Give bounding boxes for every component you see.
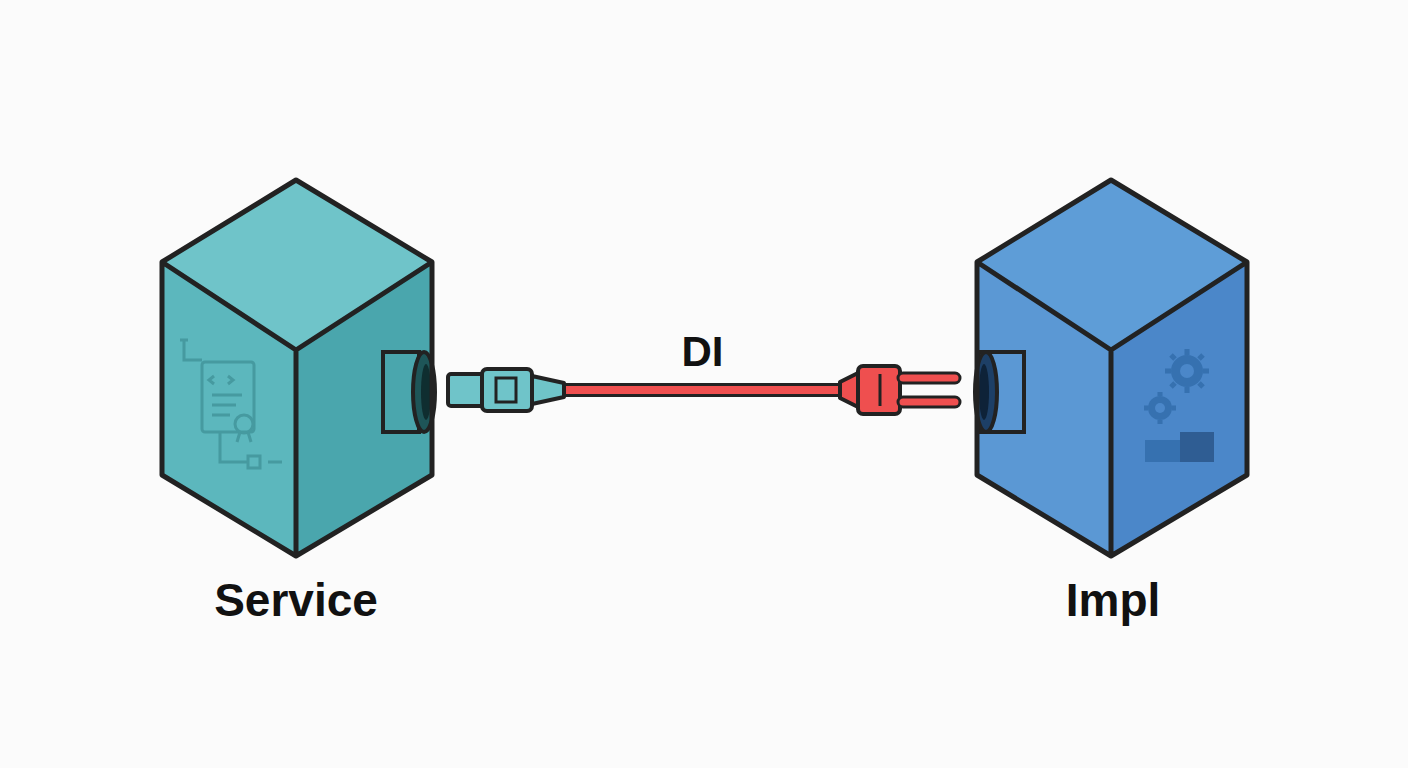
node-label: Service [155, 575, 437, 626]
cube-node: Service [155, 175, 437, 645]
cube-shape [972, 175, 1254, 575]
cube-node: Impl [972, 175, 1254, 645]
edge-label: DI [682, 328, 724, 376]
node-label: Impl [972, 575, 1254, 626]
cube-shape [155, 175, 437, 575]
